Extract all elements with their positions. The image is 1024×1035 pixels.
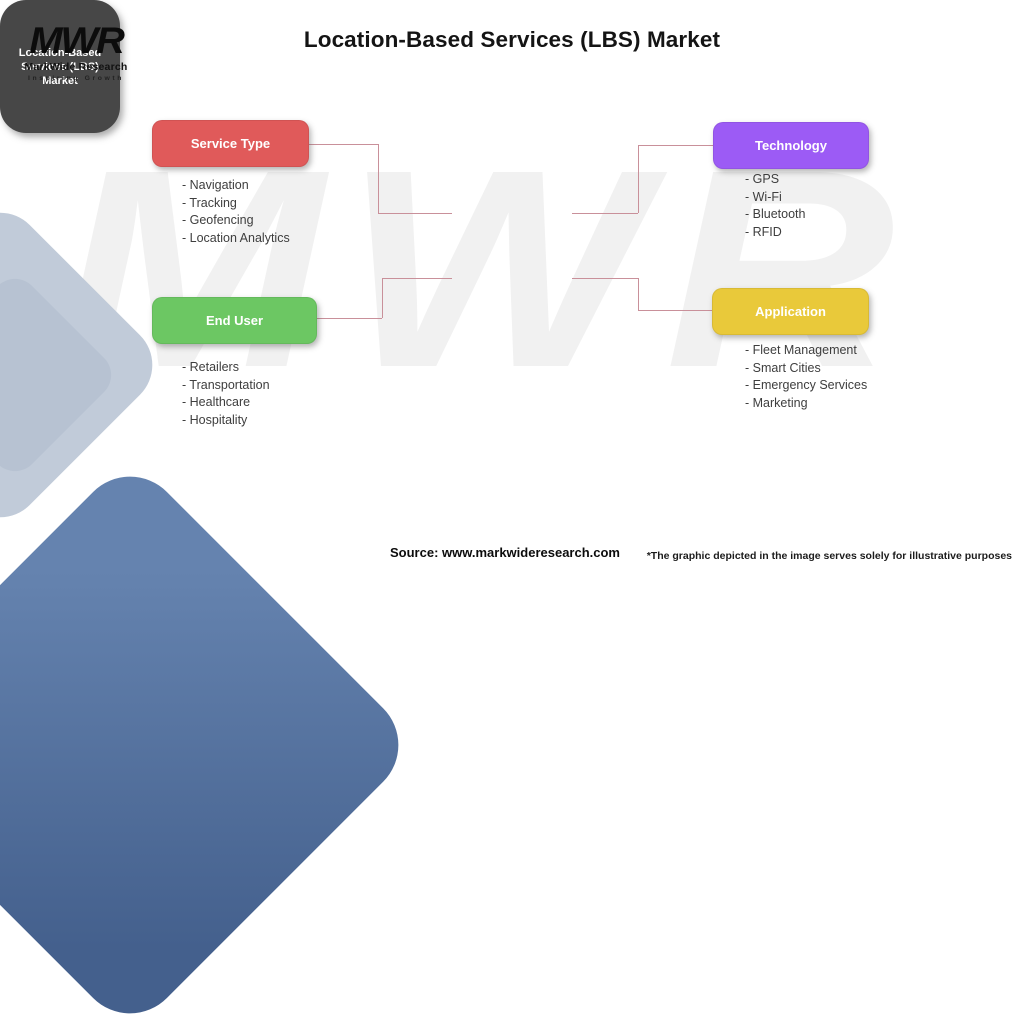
application-list: - Fleet Management - Smart Cities - Emerge… [745,342,867,412]
connector-technology [638,145,639,213]
logo-tagline: Inspiring Growth [28,75,124,82]
node-technology: Technology [713,122,869,169]
disclaimer-text: *The graphic depicted in the image serve… [646,550,1012,562]
list-item: - Bluetooth [745,207,806,221]
node-center-market: Location-Based Services (LBS) Market [0,0,120,133]
node-application-label: Application [755,304,826,319]
list-item: - Emergency Services [745,378,868,392]
connector-service-type [307,144,378,145]
node-end-user-label: End User [205,313,264,328]
list-item: - Fleet Management [745,343,857,357]
node-service-type-label: Service Type [190,136,271,151]
connector-end-user [382,278,452,279]
list-item: - GPS [745,172,780,186]
connector-application [638,310,712,311]
list-item: - Tracking [182,195,237,210]
list-item: - Geofencing [182,213,254,227]
connector-application [572,278,638,279]
list-item: - Retailers [182,360,239,374]
connector-technology [638,145,713,146]
node-service-type: Service Type [152,120,309,167]
node-end-user: End User [152,297,317,344]
corner-shape-dark [0,455,420,1035]
watermark-text: MWR [58,111,916,426]
list-item: - Wi-Fi [745,189,782,204]
node-application: Application [712,288,869,335]
end-user-list: - Retailers - Transportation - Healthcare -… [182,359,270,429]
technology-list: - GPS - Wi-Fi - Bluetooth - RFID [745,171,805,241]
logo-acronym: MWR [29,20,125,61]
list-item: - Smart Cities [745,360,821,375]
list-item: - Navigation [182,178,249,192]
list-item: - Transportation [182,377,270,392]
list-item: - Hospitality [182,412,248,427]
connector-end-user [382,278,383,318]
list-item: - Location Analytics [182,230,290,245]
node-center-label: Location-Based Services (LBS) Market [18,46,102,87]
node-technology-label: Technology [755,138,827,153]
source-text: Source: www.markwideresearch.com [389,545,621,560]
list-item: - Marketing [745,395,808,410]
list-item: - RFID [745,224,782,239]
service-type-list: - Navigation - Tracking - Geofencing - Loca… [182,177,290,247]
markwide-research-logo: MWR MarkWide Research Inspiring Growth [20,22,132,83]
list-item: - Healthcare [182,395,251,409]
connector-service-type [378,144,379,213]
connector-end-user [315,318,382,319]
connector-technology [572,213,638,214]
page-title: Location-Based Services (LBS) Market [303,27,721,52]
logo-name: MarkWide Research [24,61,128,73]
connector-application [638,278,639,310]
connector-service-type [378,213,452,214]
